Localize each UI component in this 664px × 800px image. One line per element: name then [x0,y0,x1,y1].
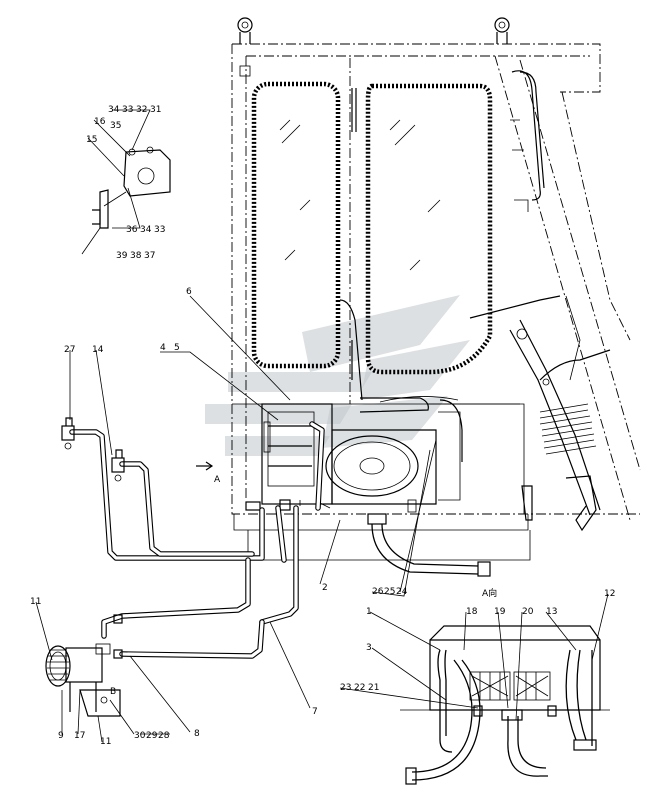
left-window [251,81,341,369]
callout-4: 4 [160,343,166,353]
callout-5: 5 [174,343,180,353]
callout-35: 35 [110,121,121,131]
callout-12: 12 [604,589,615,599]
grab-handle [510,70,545,212]
callout-6: 6 [186,287,192,297]
lifting-lug-right [494,17,510,44]
right-window [351,83,493,380]
view-a-title: A向 [482,587,497,599]
callout-24: 24 [396,587,408,597]
sensor-14 [111,449,125,482]
view-a-arrow [196,461,214,471]
callout-3: 3 [366,643,372,653]
view-arrow-label-a: A [214,475,221,485]
callout-18: 18 [466,607,478,617]
callout-33: 33 [122,105,133,115]
callout-31: 31 [150,105,161,115]
lifting-lug-left [237,17,253,44]
refrigerant-pipes [69,421,325,659]
callout-7: 7 [312,707,318,717]
cab-light [239,65,251,77]
callout-36: 36 [126,225,138,235]
callout-19: 19 [494,607,506,617]
pedal [521,475,597,532]
callout-28: 28 [158,731,170,741]
callout-11b: 11 [100,737,111,747]
view-b-label: B [110,687,116,697]
callout-22: 22 [354,683,365,693]
callout-9: 9 [58,731,64,741]
callout-16: 16 [94,117,106,127]
callout-13: 13 [546,607,557,617]
cab-outline [231,43,641,561]
callout-34b: 34 [140,225,152,235]
callout-25: 25 [384,587,395,597]
drain-hose [371,523,491,577]
callout-37: 37 [144,251,155,261]
callout-30: 30 [134,731,146,741]
callout-34: 34 [108,105,120,115]
view-a-detail [400,625,610,785]
callout-17: 17 [74,731,85,741]
callout-20: 20 [522,607,534,617]
callout-8: 8 [194,729,200,739]
callout-26: 26 [372,587,384,597]
callout-39: 39 [116,251,128,261]
watermark-logo [205,295,470,456]
compressor [45,643,121,717]
callout-29: 29 [146,731,158,741]
callout-38: 38 [130,251,142,261]
leader-lines [35,109,609,743]
callout-21: 21 [368,683,379,693]
seat [339,299,520,462]
callout-14: 14 [92,345,104,355]
callout-15: 15 [86,135,97,145]
callout-11a: 11 [30,597,41,607]
callout-labels: 6 4 5 2 7 8 26 25 24 27 14 11 9 17 11 30… [30,105,615,747]
bellows [539,403,597,455]
callout-1: 1 [366,607,372,617]
hvac-unit [261,396,461,505]
detail-inset [92,146,171,229]
callout-32: 32 [136,105,147,115]
callout-27: 27 [64,345,75,355]
callout-2: 2 [322,583,328,593]
callout-23: 23 [340,683,351,693]
callout-33b: 33 [154,225,165,235]
sensor-27 [61,417,75,450]
